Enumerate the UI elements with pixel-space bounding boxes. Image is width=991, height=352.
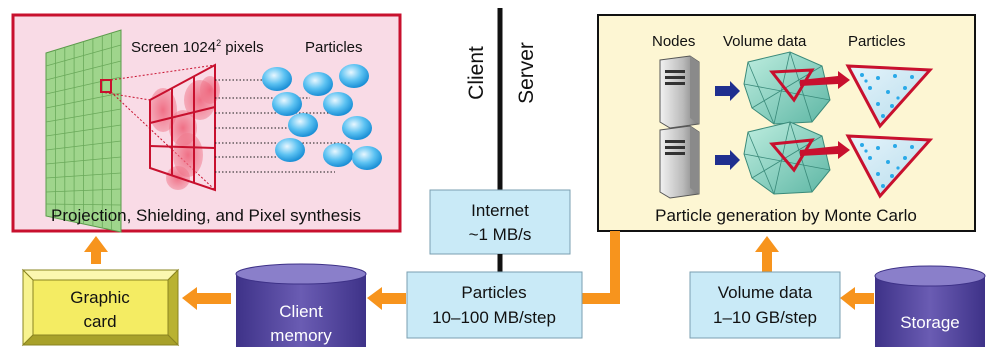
volume-box-line1: Volume data [718,283,813,302]
internet-line1: Internet [471,201,529,220]
nodes-label: Nodes [652,33,695,50]
pixel-zoom-window [149,63,220,192]
client-memory-line1: Client [279,302,323,321]
graphic-card-line1: Graphic [70,288,130,307]
server-label: Server [515,42,538,104]
node-to-volume-arrow-2 [715,150,740,170]
volume-to-particles-arrow-2 [800,141,850,159]
selected-pixel [100,79,112,93]
particles-box-line1: Particles [461,283,526,302]
screen-grid [45,29,122,233]
server-particles-label: Particles [848,33,906,50]
volume-data-label: Volume data [723,33,807,50]
particles-box-line2: 10–100 MB/step [432,308,556,327]
particle-wedge-2 [845,134,934,199]
volume-data-box [689,271,841,339]
graphic-card-line2: card [83,312,116,331]
client-panel-caption: Projection, Shielding, and Pixel synthes… [51,206,361,225]
node-to-volume-arrow-1 [715,81,740,101]
client-label: Client [465,46,488,100]
storage-cylinder [874,265,986,347]
client-memory-cylinder [235,263,367,347]
internet-line2: ~1 MB/s [469,225,532,244]
volume-mesh-1 [743,51,831,125]
server-panel-caption: Particle generation by Monte Carlo [655,206,917,225]
volume-box-line2: 1–10 GB/step [713,308,817,327]
graphic-card [21,268,180,347]
server-node-2 [659,125,700,199]
volume-to-particles-arrow-1 [800,71,850,89]
data-flow-arrows [84,231,874,310]
particles-transfer-box [406,271,583,339]
internet-box [429,189,571,255]
zoom-lines [100,64,216,191]
particles-cluster [262,64,382,170]
screen-label: Screen 10242 pixels [131,38,264,56]
storage-label: Storage [900,313,960,332]
client-memory-line2: memory [270,326,332,345]
server-node-1 [659,55,700,129]
client-particles-label: Particles [305,39,363,56]
particle-wedge-1 [845,64,934,129]
